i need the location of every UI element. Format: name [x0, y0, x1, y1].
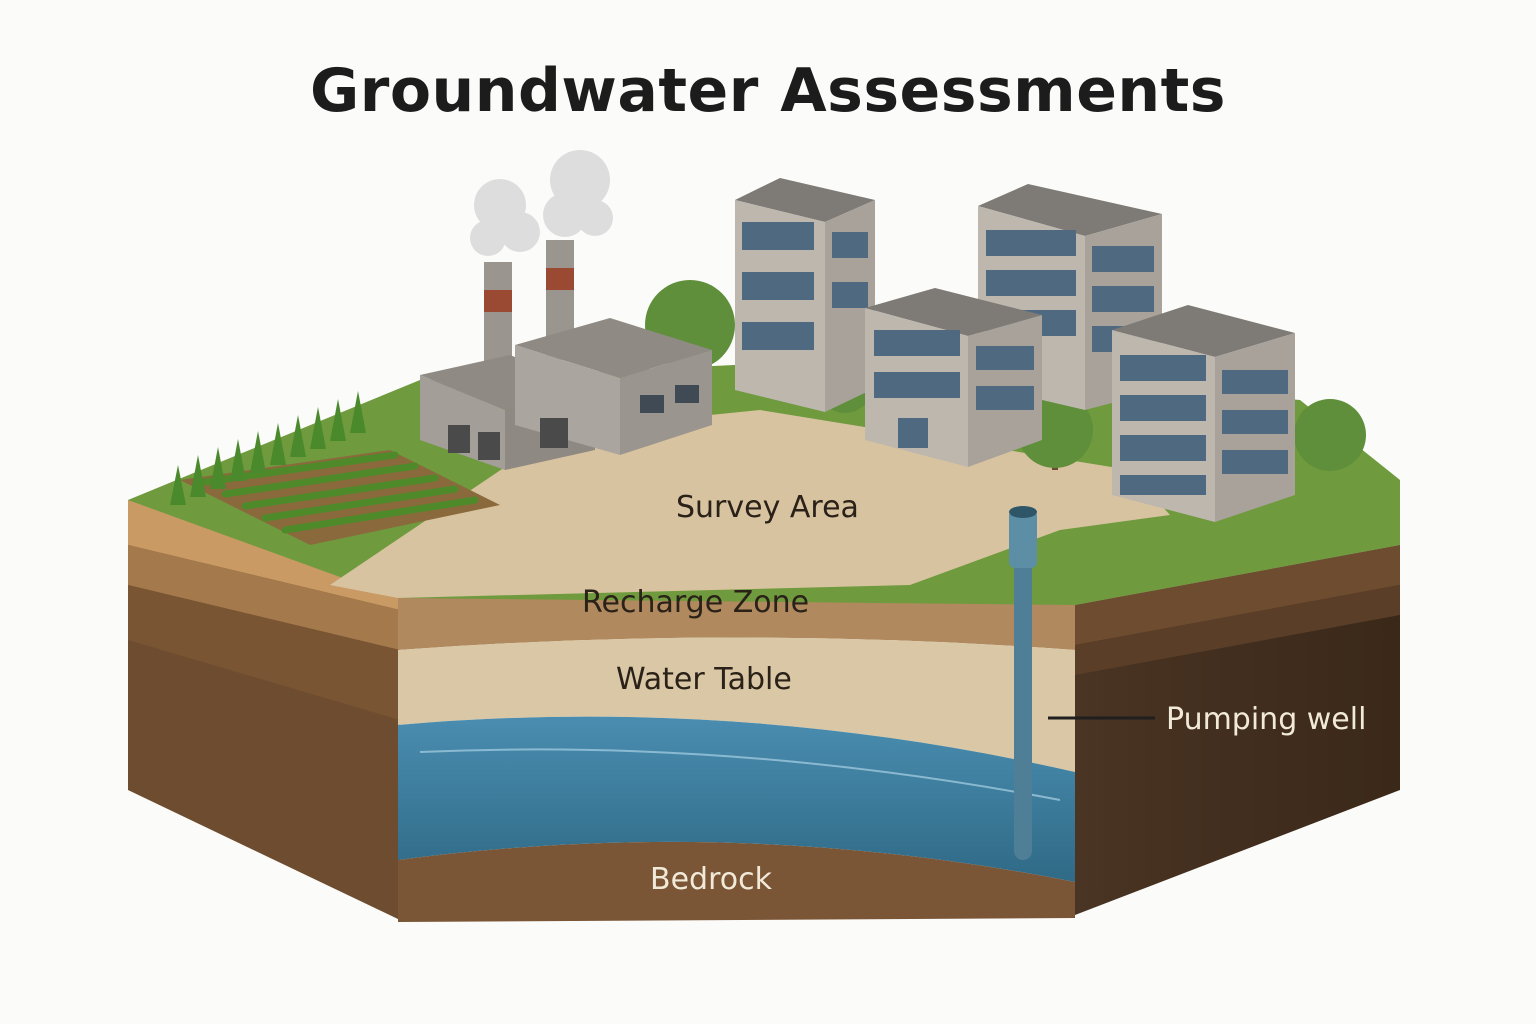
building-4: [1112, 305, 1295, 522]
label-pumping-well: Pumping well: [1166, 702, 1367, 737]
label-bedrock: Bedrock: [650, 862, 772, 897]
label-recharge-zone: Recharge Zone: [582, 585, 810, 620]
building-1: [735, 178, 875, 412]
factory: [420, 150, 712, 470]
crop-row: [170, 391, 366, 505]
page-title: Groundwater Assessments: [309, 56, 1226, 126]
aquifer-water-layer: [398, 716, 1075, 882]
right-soil-face: [1075, 545, 1400, 915]
pumping-well: [1009, 506, 1155, 860]
office-buildings: [735, 178, 1295, 522]
left-soil-face: [128, 500, 400, 920]
building-3: [865, 288, 1042, 467]
label-water-table: Water Table: [616, 662, 792, 697]
water-table-layer: [398, 637, 1075, 772]
label-survey-area: Survey Area: [676, 490, 859, 525]
smoke: [470, 150, 613, 256]
well-pipe: [1014, 520, 1032, 860]
bedrock-layer: [398, 841, 1075, 922]
